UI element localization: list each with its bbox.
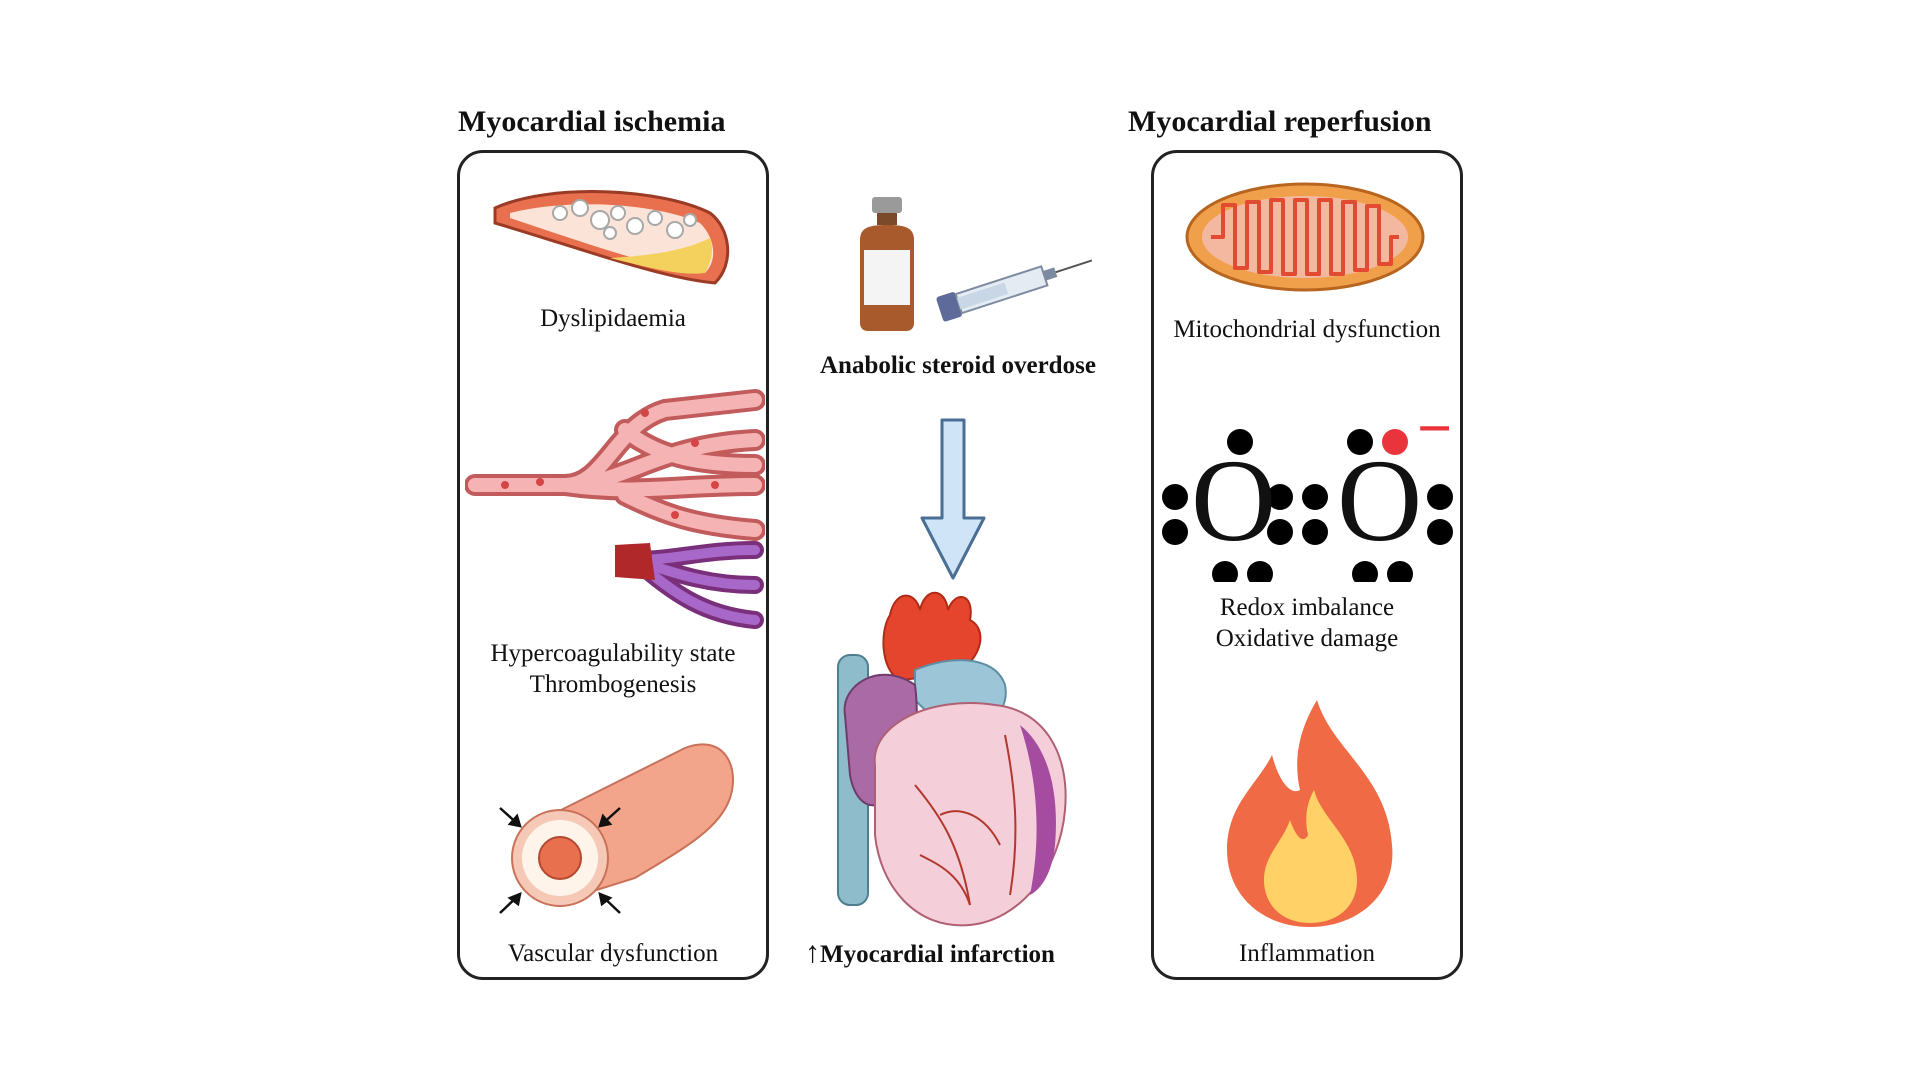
redox-imbalance-label: Redox imbalance <box>1151 592 1463 623</box>
left-panel-title: Myocardial ischemia <box>458 105 725 139</box>
outcome-label: Myocardial infarction <box>820 941 1055 968</box>
flame-icon <box>1222 695 1397 930</box>
down-arrow-icon <box>918 418 988 583</box>
vascular-dysfunction-label: Vascular dysfunction <box>457 938 769 969</box>
oxidative-damage-label: Oxidative damage <box>1151 623 1463 654</box>
mitochondrial-dysfunction-label: Mitochondrial dysfunction <box>1151 314 1463 345</box>
thrombogenesis-label: Thrombogenesis <box>457 669 769 700</box>
inflammation-label: Inflammation <box>1151 938 1463 969</box>
oxygen-atom-1: O <box>1191 442 1276 560</box>
hypercoagulability-label: Hypercoagulability state <box>457 638 769 669</box>
vascular-dysfunction-illustration <box>485 728 745 928</box>
thrombosis-vessel-illustration <box>465 385 765 635</box>
outcome-label-row: ↑Myocardial infarction <box>805 936 1055 970</box>
cause-label: Anabolic steroid overdose <box>820 352 1096 380</box>
negative-charge-sign: − <box>1417 398 1452 460</box>
steroid-vial-syringe-illustration <box>850 195 1100 335</box>
right-panel-title: Myocardial reperfusion <box>1128 105 1432 139</box>
dyslipidaemia-artery-illustration <box>490 168 740 298</box>
mitochondria-illustration <box>1183 180 1428 295</box>
dyslipidaemia-label: Dyslipidaemia <box>457 303 769 334</box>
superoxide-lewis-structure: O O − <box>1155 422 1455 582</box>
oxygen-atom-2: O <box>1337 442 1422 560</box>
increase-arrow-icon: ↑ <box>805 936 820 969</box>
heart-illustration <box>820 585 1080 930</box>
